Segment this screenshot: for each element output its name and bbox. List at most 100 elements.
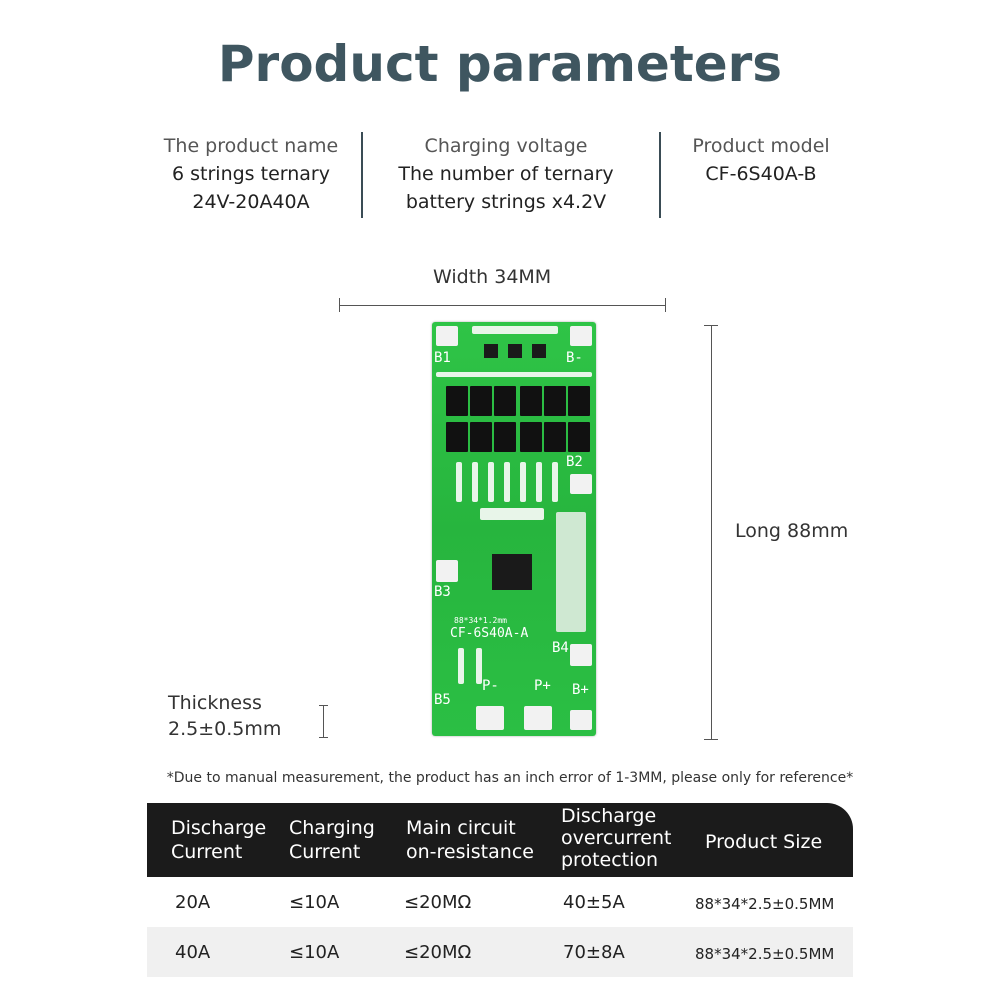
length-line [711, 325, 712, 739]
column-header-line: Current [289, 841, 361, 863]
copper-trace [504, 462, 510, 502]
column-header-line: Product Size [705, 831, 823, 853]
table-cell: ≤10A [289, 892, 340, 913]
mosfet [470, 386, 492, 416]
param-label: Product model [692, 135, 830, 157]
solder-pad [570, 474, 592, 494]
mosfet [568, 386, 590, 416]
column-header: Discharge Current [171, 816, 266, 864]
param-value-line: CF-6S40A-B [705, 163, 817, 185]
table-cell: 88*34*2.5±0.5MM [695, 945, 835, 963]
component [532, 344, 546, 358]
silk-label-b4: B4 [552, 640, 569, 656]
column-header-line: Main circuit [406, 817, 516, 839]
solder-pad [570, 644, 592, 666]
page-title: Product parameters [217, 35, 783, 93]
table-cell: 40±5A [563, 892, 625, 913]
copper-trace [472, 462, 478, 502]
copper-trace [556, 512, 586, 632]
width-label: Width 34MM [433, 266, 552, 288]
param-divider [659, 132, 661, 218]
table-cell: ≤20MΩ [404, 892, 472, 913]
param-label: Charging voltage [424, 135, 588, 157]
solder-pad [436, 326, 458, 346]
param-charging-voltage: Charging voltage The number of ternary b… [372, 132, 640, 216]
copper-trace [456, 462, 462, 502]
thickness-cap-bottom [319, 737, 328, 738]
thickness-label-line: Thickness [168, 692, 262, 714]
copper-trace [488, 462, 494, 502]
table-row: 20A ≤10A ≤20MΩ 40±5A 88*34*2.5±0.5MM [147, 877, 853, 927]
silk-label-size: 88*34*1.2mm [454, 616, 507, 625]
table-cell: ≤20MΩ [404, 942, 472, 963]
param-product-name: The product name 6 strings ternary 24V-2… [146, 132, 356, 216]
column-header-line: on-resistance [406, 841, 534, 863]
table-cell: 70±8A [563, 942, 625, 963]
param-value-line: 6 strings ternary [172, 163, 330, 185]
component [508, 344, 522, 358]
thickness-line [323, 705, 324, 737]
column-header-line: Charging [289, 817, 375, 839]
thickness-label-line: 2.5±0.5mm [168, 718, 282, 740]
silk-label-p: P- [482, 678, 499, 694]
table-cell: ≤10A [289, 942, 340, 963]
mosfet [494, 386, 516, 416]
column-header-line: Current [171, 841, 243, 863]
column-header: Main circuit on-resistance [406, 816, 534, 864]
width-line [340, 305, 666, 306]
column-header-line: protection [561, 849, 659, 871]
silk-label-b2: B2 [566, 454, 583, 470]
silk-label-model: CF-6S40A-A [450, 626, 529, 641]
mosfet [520, 422, 542, 452]
solder-pad [436, 560, 458, 582]
param-value-line: 24V-20A40A [192, 191, 310, 213]
silk-label-bplus: B+ [572, 682, 589, 698]
copper-trace [476, 648, 482, 684]
thickness-cap-top [319, 705, 328, 706]
column-header: Charging Current [289, 816, 375, 864]
mosfet [544, 422, 566, 452]
copper-trace [480, 508, 544, 520]
column-header: Discharge overcurrent protection [561, 805, 672, 871]
length-line-cap-top [704, 325, 718, 326]
table-cell: 88*34*2.5±0.5MM [695, 895, 835, 913]
table-cell: 20A [175, 892, 211, 913]
copper-trace [458, 648, 464, 684]
silk-label-bminus: B- [566, 350, 583, 366]
solder-pad [524, 706, 552, 730]
copper-trace [520, 462, 526, 502]
copper-trace [536, 462, 542, 502]
mosfet [494, 422, 516, 452]
width-line-cap-right [665, 298, 666, 312]
length-label: Long 88mm [735, 520, 849, 542]
mosfet [446, 386, 468, 416]
param-value-line: The number of ternary [398, 163, 614, 185]
width-line-cap-left [339, 298, 340, 312]
table-cell: 40A [175, 942, 211, 963]
column-header-line: overcurrent [561, 827, 672, 849]
param-label: The product name [163, 135, 339, 157]
table-row: 40A ≤10A ≤20MΩ 70±8A 88*34*2.5±0.5MM [147, 927, 853, 977]
length-line-cap-bottom [704, 739, 718, 740]
silk-label-b5: B5 [434, 692, 451, 708]
mosfet [520, 386, 542, 416]
measurement-note: *Due to manual measurement, the product … [166, 770, 854, 786]
mosfet [544, 386, 566, 416]
solder-pad [476, 706, 504, 730]
column-header-line: Discharge [561, 805, 657, 827]
copper-trace [552, 462, 558, 502]
copper-trace [472, 326, 558, 334]
thickness-label: Thickness 2.5±0.5mm [168, 690, 281, 742]
solder-pad [570, 710, 592, 730]
silk-label-pplus: P+ [534, 678, 551, 694]
table-header: Discharge Current Charging Current Main … [147, 803, 853, 877]
copper-trace [436, 372, 592, 377]
solder-pad [570, 326, 592, 346]
mosfet [568, 422, 590, 452]
param-divider [361, 132, 363, 218]
silk-label-b3: B3 [434, 584, 451, 600]
param-product-model: Product model CF-6S40A-B [668, 132, 854, 188]
column-header: Product Size [705, 830, 822, 854]
component [484, 344, 498, 358]
ic-chip [492, 554, 532, 590]
